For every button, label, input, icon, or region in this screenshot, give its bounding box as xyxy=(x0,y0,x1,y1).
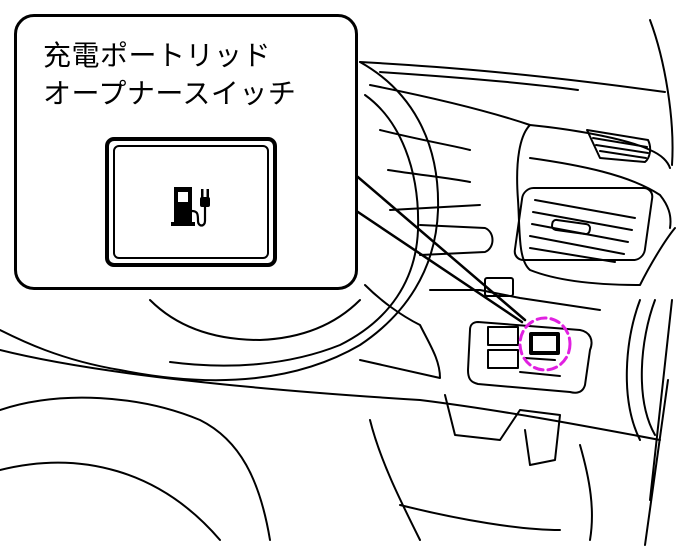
lower-dash xyxy=(0,349,661,441)
a-pillar xyxy=(649,19,674,166)
panel-line xyxy=(529,157,672,229)
steering-wheel-rim xyxy=(0,61,440,382)
switch-closeup[interactable] xyxy=(105,137,277,267)
seat-line xyxy=(0,396,271,541)
steering-spoke xyxy=(379,129,481,211)
title-line-1: 充電ポートリッド xyxy=(43,39,272,72)
air-vent xyxy=(513,187,654,261)
column-cover xyxy=(359,284,441,379)
door-line xyxy=(644,299,673,546)
switch-panel xyxy=(467,321,593,394)
steering-wheel-inner xyxy=(169,94,420,367)
center-console-panel xyxy=(516,124,676,286)
vent-slat xyxy=(529,199,636,263)
highlight-circle xyxy=(518,316,572,372)
lower-panel xyxy=(444,394,561,466)
vent-tab xyxy=(551,218,591,236)
seat-line xyxy=(0,461,221,541)
switch-lower-line xyxy=(519,357,561,377)
stalk xyxy=(419,224,494,256)
switch-face xyxy=(113,145,269,259)
switch-button xyxy=(487,349,519,369)
callout-box: 充電ポートリッド オープナースイッチ xyxy=(14,14,358,290)
dashboard-curve xyxy=(369,84,671,169)
dashboard-top-line xyxy=(359,61,666,93)
switch-button xyxy=(487,326,519,346)
callout-pointer xyxy=(350,170,527,324)
charging-port-lid-opener-switch[interactable] xyxy=(529,332,560,355)
floor-line xyxy=(369,419,561,541)
vent-slat xyxy=(592,137,649,159)
title-line-2: オープナースイッチ xyxy=(43,77,297,110)
dash-lower-line xyxy=(429,289,601,311)
console-line xyxy=(579,444,593,541)
kick-panel xyxy=(625,299,656,441)
callout-title: 充電ポートリッド オープナースイッチ xyxy=(43,37,296,113)
steering-hub xyxy=(149,299,361,341)
ev-charging-port-icon xyxy=(171,187,210,227)
dashboard-line xyxy=(379,71,579,91)
defroster-vent xyxy=(586,129,652,163)
